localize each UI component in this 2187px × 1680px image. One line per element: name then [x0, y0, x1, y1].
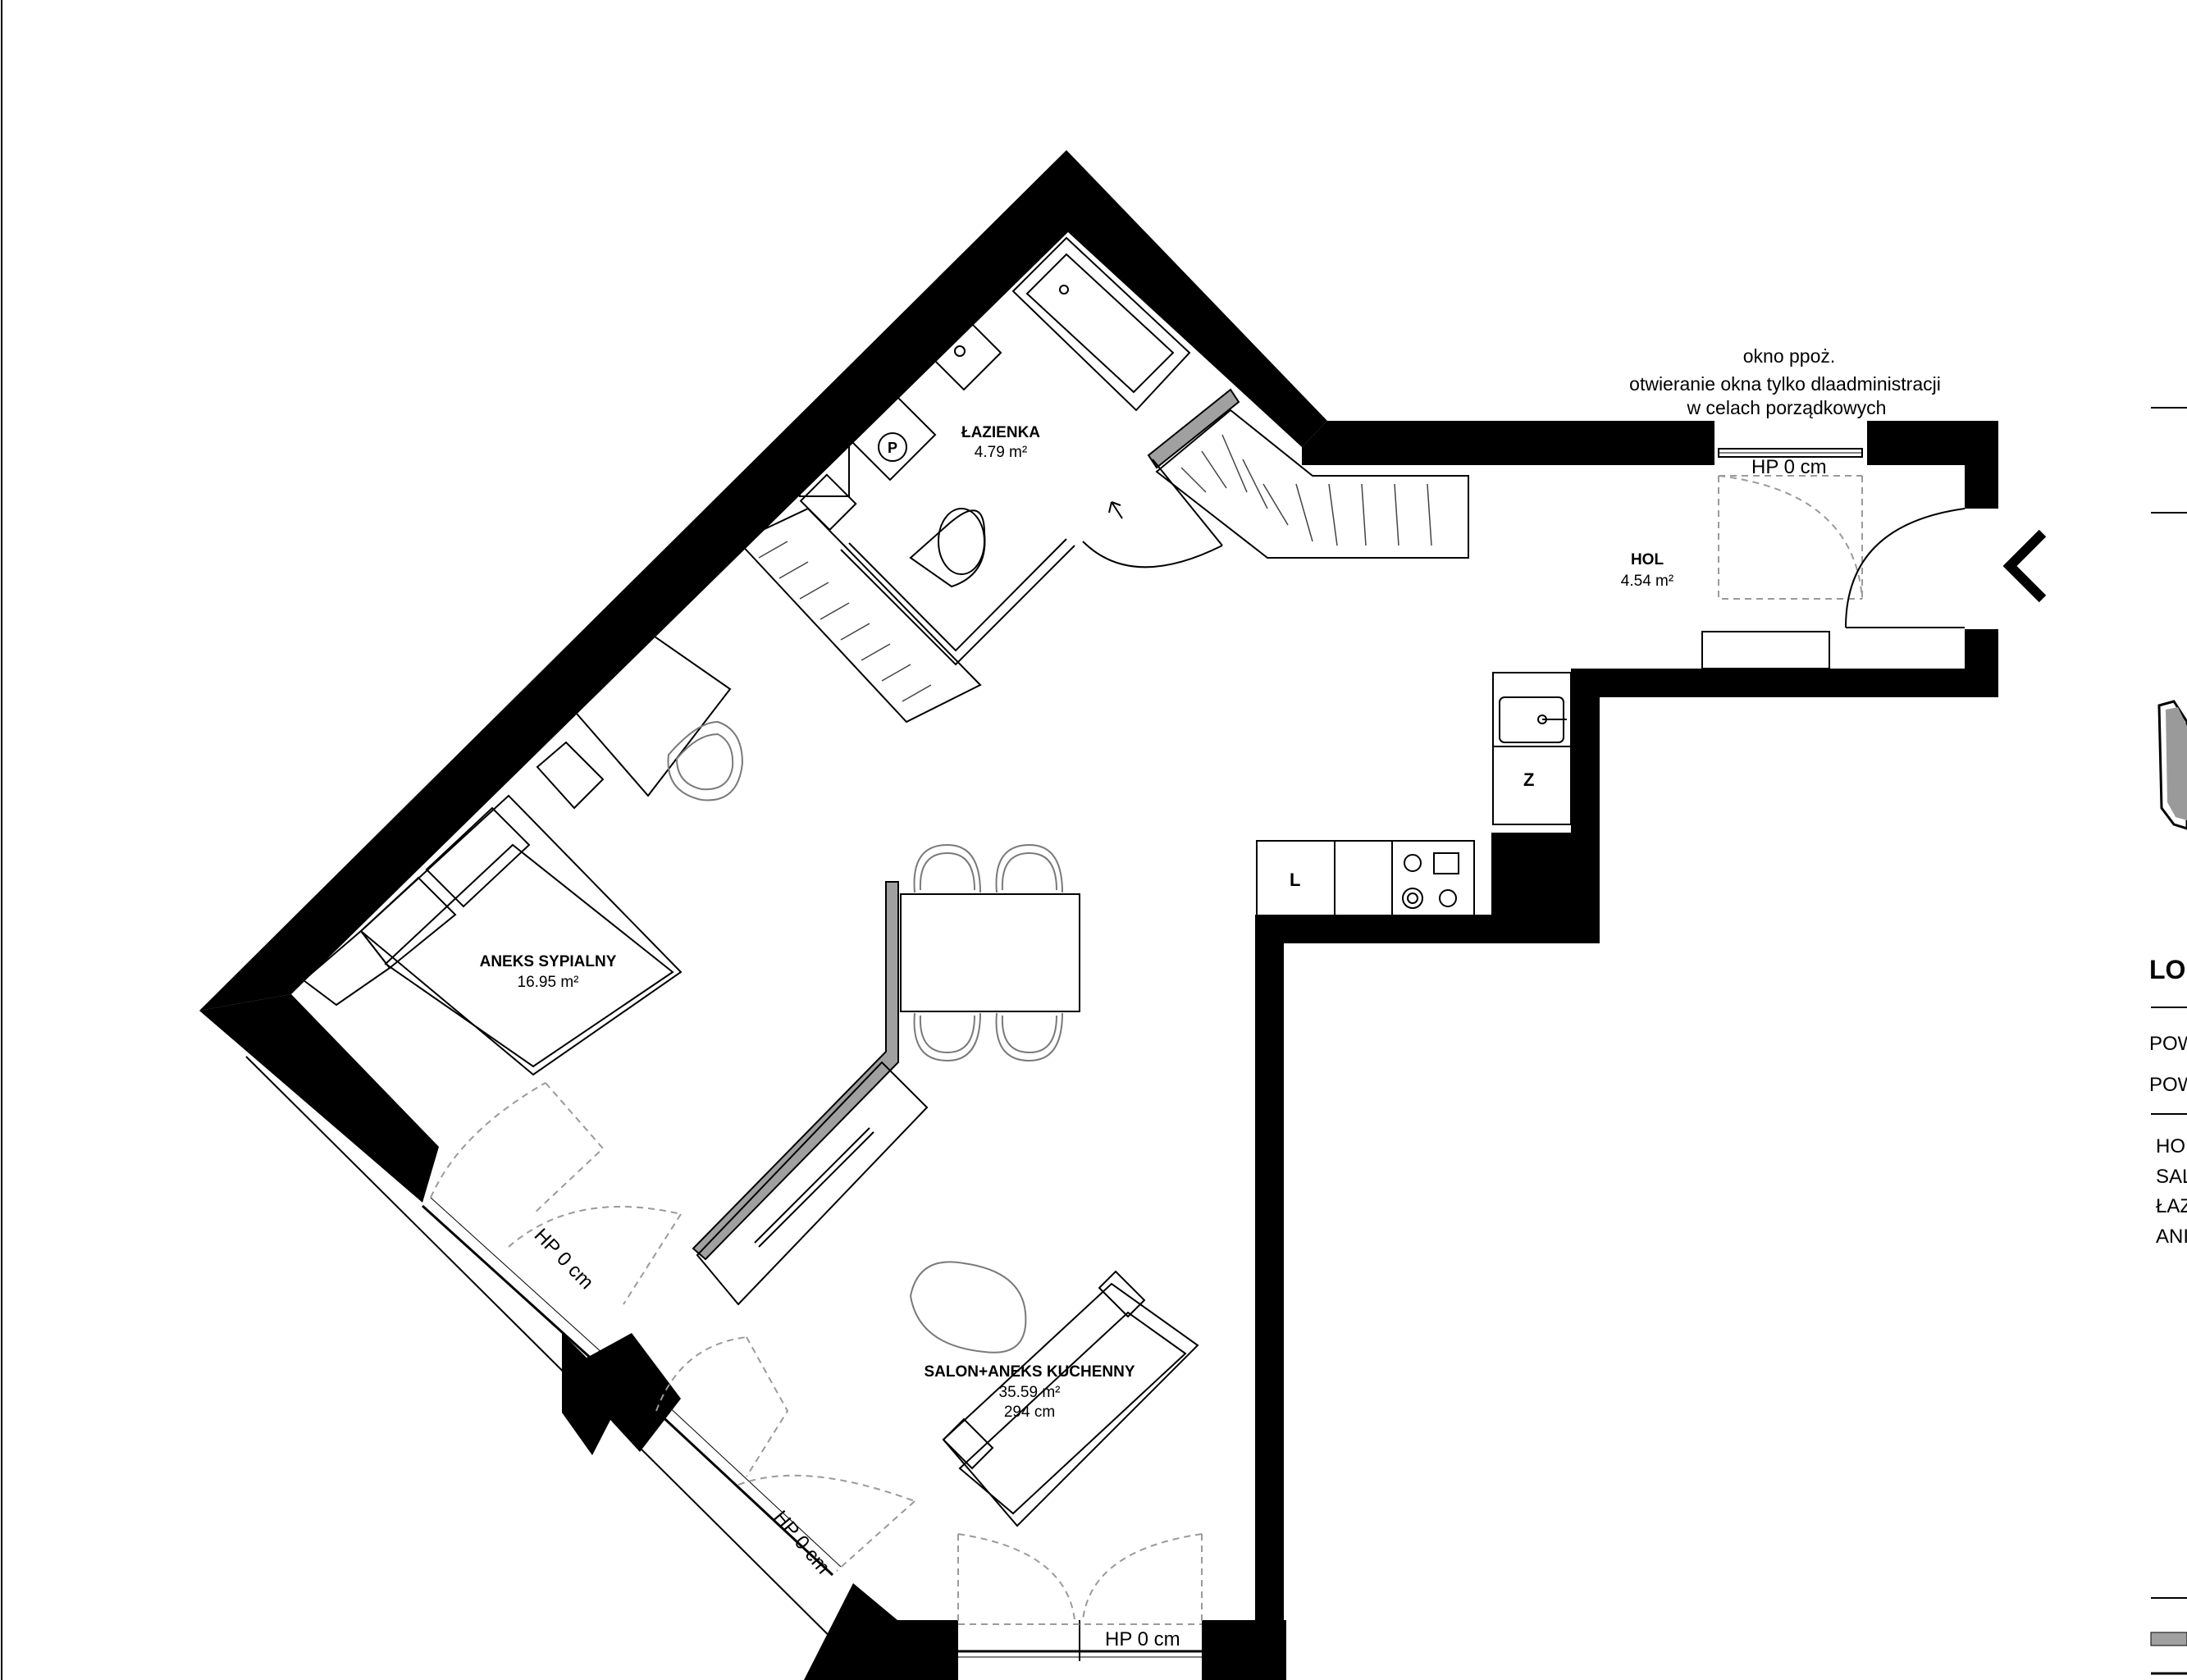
wall-north-west [199, 150, 1327, 1011]
bed [302, 794, 683, 1076]
wall-north-right [1867, 421, 1998, 509]
rug [909, 1261, 1027, 1354]
washing-machine: P [847, 392, 937, 482]
wardrobe-hatch-left [737, 507, 982, 724]
wall-west-pier-2 [564, 1333, 681, 1452]
bath-partition [840, 545, 1075, 666]
washing-machine-label: P [888, 440, 897, 456]
hp-label-left-upper: HP 0 cm [530, 1224, 598, 1294]
bottom-doors [957, 1533, 1203, 1661]
wall-west-pier-3 [804, 1583, 902, 1680]
room-area-lazienka: 4.79 m² [975, 444, 1027, 461]
room-height-salon: 294 cm [1004, 1404, 1055, 1421]
legend-swatch [2150, 1632, 2187, 1646]
room-salon: SALON+ANEKS KUCHENNY 35.59 m² 294 cm [924, 1363, 1135, 1421]
hp-label-left-lower: HP 0 cm [769, 1507, 834, 1579]
entry-door [1845, 508, 1966, 628]
bath-partition-inner [848, 538, 1067, 652]
dining-table [900, 893, 1080, 1012]
wall-hall-south [1571, 669, 1998, 943]
bath-shaft [799, 446, 850, 497]
side-list-3: ŁAZ [2156, 1195, 2187, 1217]
hp-label-top: HP 0 cm [1751, 456, 1827, 478]
hp-label-bottom: HP 0 cm [1105, 1628, 1180, 1650]
wall-kitchen [1255, 833, 1600, 1680]
room-name-hol: HOL [1631, 551, 1664, 568]
kitchen-niche [1502, 844, 1573, 915]
side-row-1: POW [2149, 1033, 2187, 1055]
room-name-lazienka: ŁAZIENKA [961, 424, 1040, 441]
side-list-2: SAL [2156, 1166, 2187, 1188]
room-area-aneks: 16.95 m² [518, 974, 579, 991]
dishwasher [1492, 746, 1572, 825]
arrow-icon [1108, 501, 1123, 519]
bath-side-wall [1147, 388, 1240, 469]
room-area-hol: 4.54 m² [1621, 573, 1673, 590]
side-list-1: HO [2156, 1135, 2185, 1157]
stove [1391, 840, 1475, 917]
window-note-line-3: w celach porządkowych [1687, 397, 1887, 418]
dining-set [900, 843, 1080, 1062]
fridge-label: L [1290, 870, 1300, 890]
wall-south-2 [1202, 1620, 1286, 1680]
wall-south-1 [890, 1620, 958, 1680]
room-aneks-sypialny: ANEKS SYPIALNY 16.95 m² [480, 953, 617, 991]
room-name-aneks: ANEKS SYPIALNY [480, 953, 617, 970]
room-name-salon: SALON+ANEKS KUCHENNY [924, 1363, 1135, 1381]
window-note-line-2: otwieranie okna tylko dlaadministracji [1629, 373, 1941, 395]
bath-door [1082, 459, 1223, 568]
tv-unit [696, 1061, 929, 1306]
wardrobe-hatch-right [1155, 409, 1469, 559]
sink-cabinet [1492, 672, 1572, 747]
washbasin [917, 306, 1002, 391]
toilet [909, 508, 986, 588]
room-area-salon: 35.59 m² [999, 1384, 1061, 1401]
side-list-4: ANI [2156, 1226, 2187, 1248]
window-note: okno ppoż. otwieranie okna tylko dlaadmi… [1629, 345, 1941, 418]
hall-fixtures [1701, 448, 2047, 669]
balcony-doors [421, 1082, 915, 1577]
counter [1334, 840, 1393, 917]
living-divider [692, 881, 899, 1261]
facade-line [245, 1056, 874, 1680]
partitions [692, 388, 1240, 1261]
dishwasher-label: Z [1523, 769, 1534, 790]
entrance-arrow-icon [2002, 529, 2047, 603]
side-title: LO [2149, 955, 2185, 984]
shoe-cabinet [1701, 631, 1830, 669]
key-plan-icon [2157, 700, 2187, 830]
window-note-line-1: okno ppoż. [1743, 345, 1836, 367]
side-panel: LO POW POW HO SAL ŁAZ ANI [2149, 407, 2187, 1675]
walls [199, 150, 1998, 1680]
room-lazienka: ŁAZIENKA 4.79 m² [961, 424, 1040, 461]
wall-north [1302, 421, 1714, 465]
sofa [942, 1270, 1199, 1527]
wall-west-1 [199, 994, 439, 1203]
side-row-2: POW [2149, 1074, 2187, 1096]
kitchen: Z L [1256, 672, 1573, 917]
bathtub [1011, 236, 1191, 412]
desk [536, 622, 744, 810]
room-hol: HOL 4.54 m² [1621, 551, 1673, 590]
